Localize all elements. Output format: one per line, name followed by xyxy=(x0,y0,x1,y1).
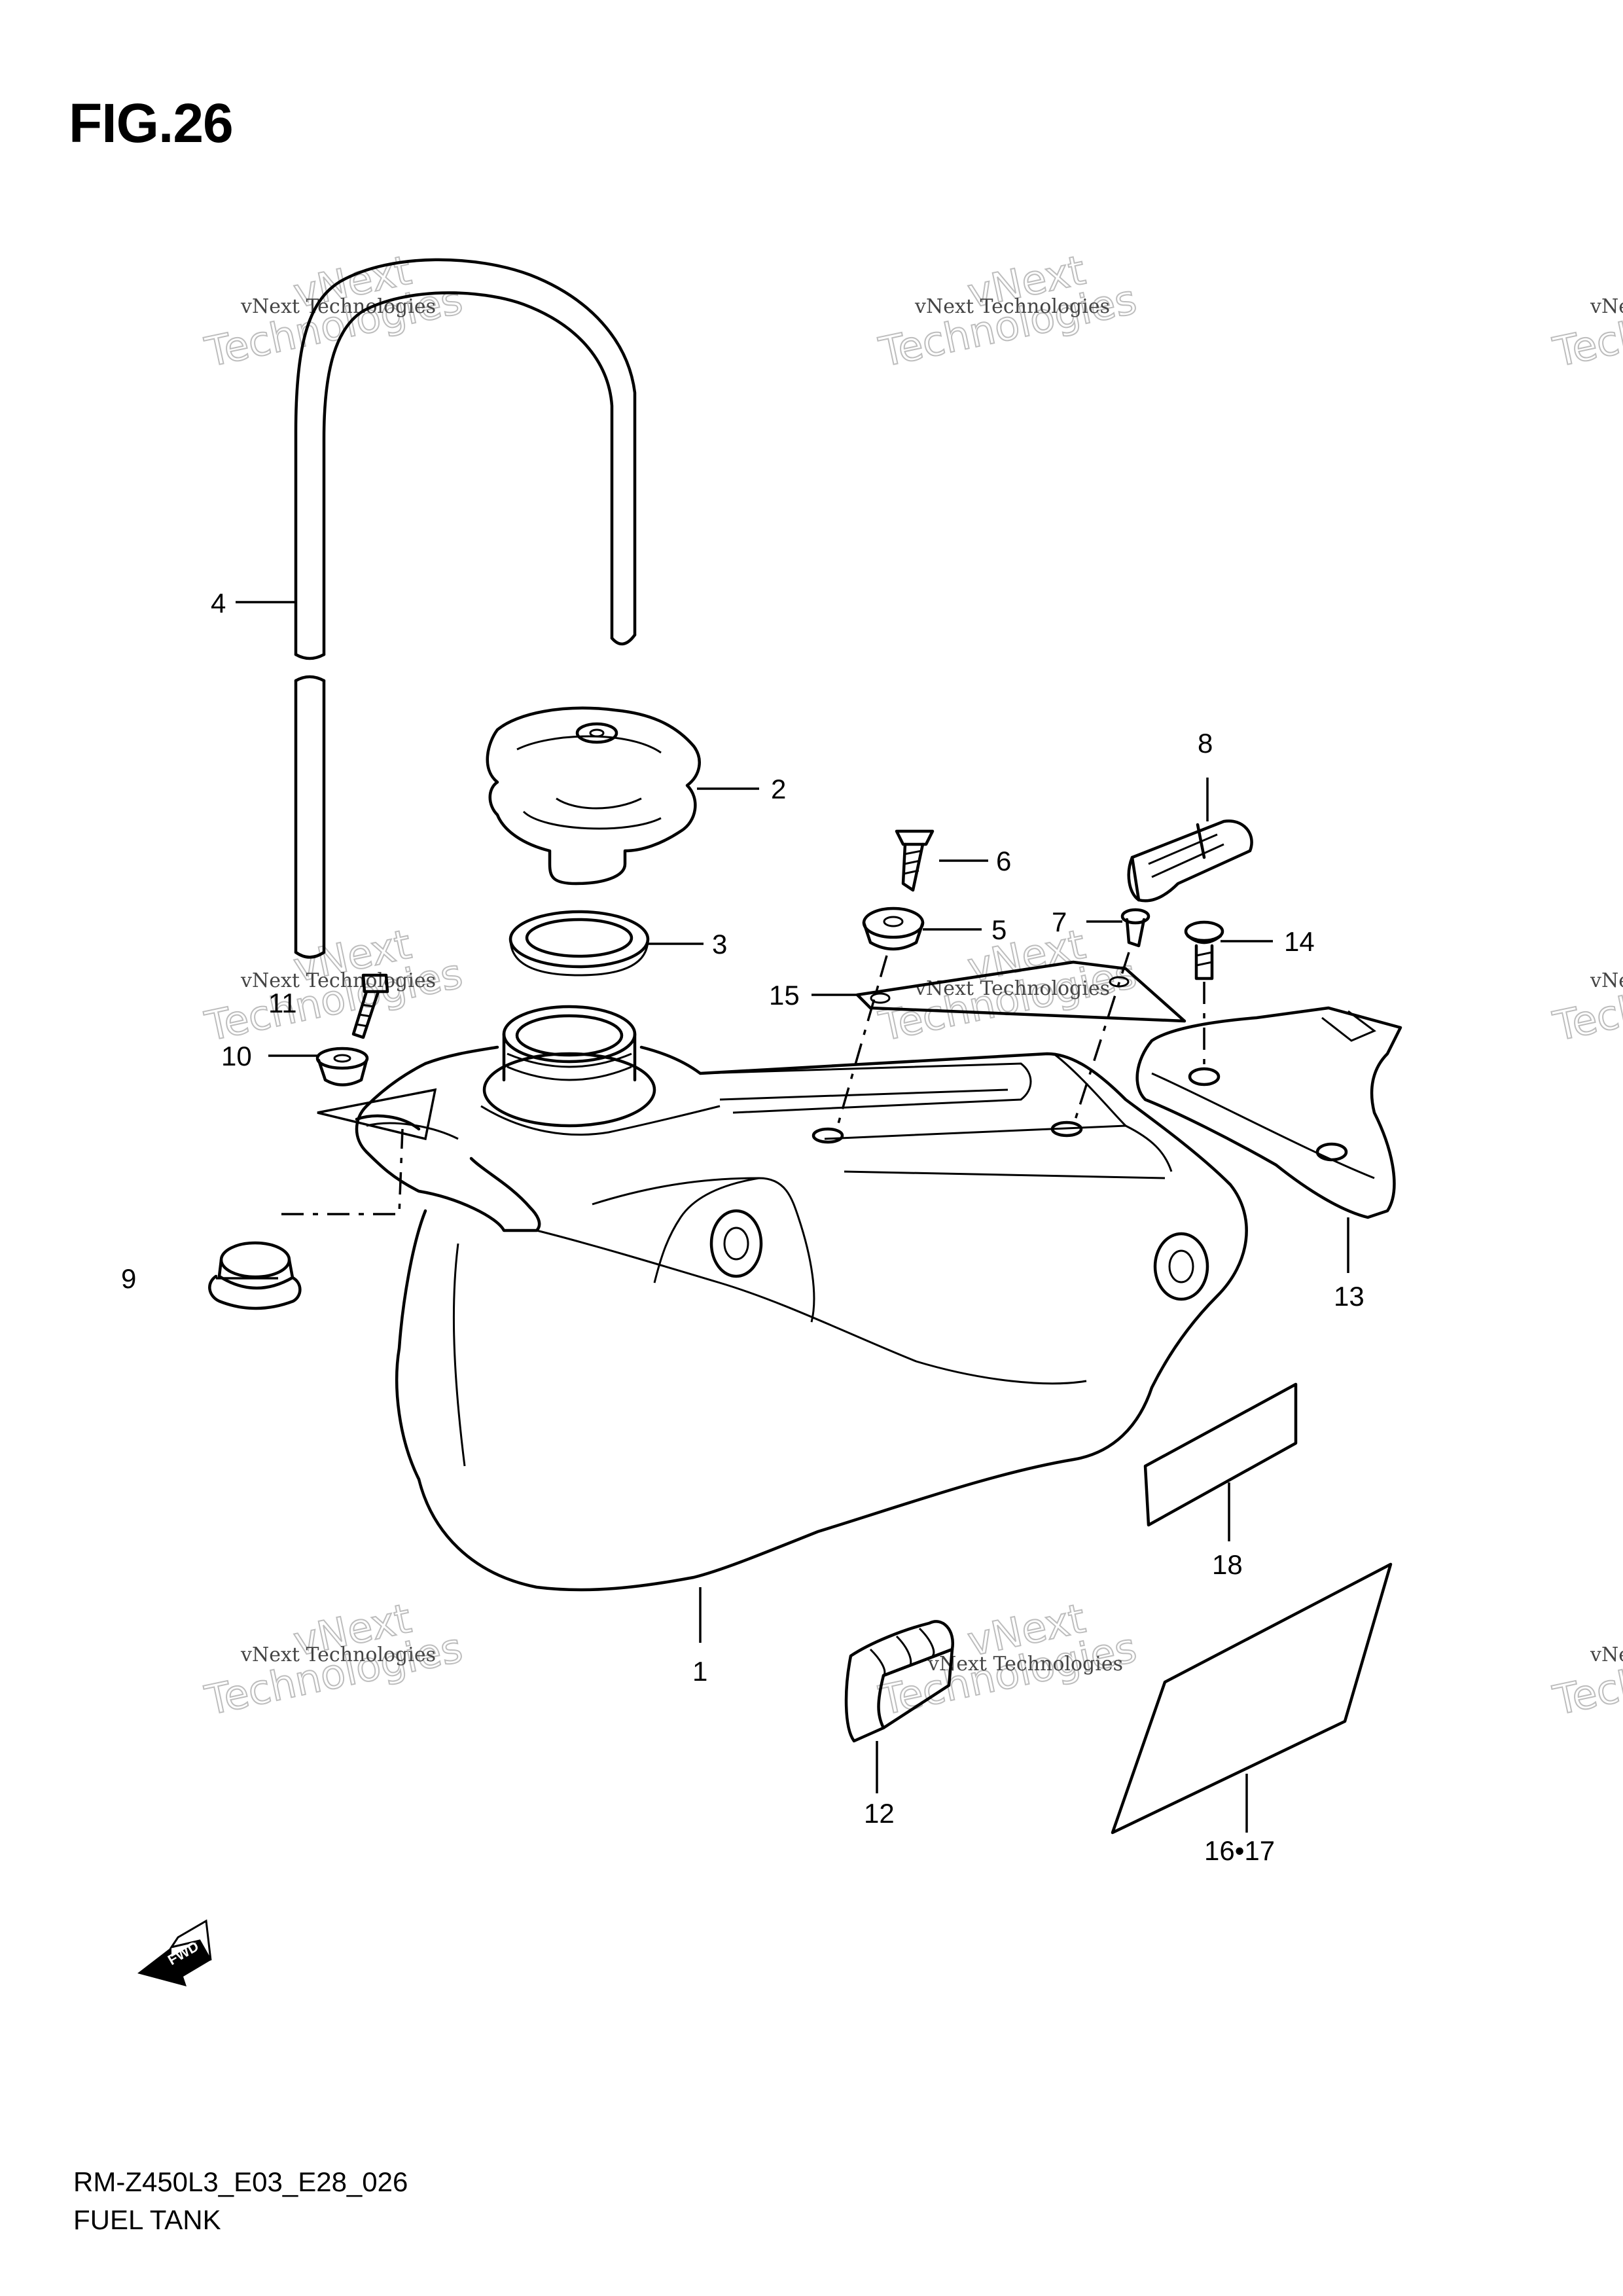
callout-numbers: 4 2 3 6 5 7 14 15 8 13 9 10 11 1 12 18 1… xyxy=(121,588,1364,1866)
part-4-breather-hose xyxy=(294,258,637,959)
assembly-guides xyxy=(281,952,1205,1215)
watermark-text: vNext Technologies xyxy=(240,1643,436,1666)
fwd-arrow-icon: FWD xyxy=(137,1919,212,1986)
watermark-text: vNext Technologies xyxy=(1590,969,1623,992)
watermark-text: vNext Technologies xyxy=(927,1653,1123,1676)
part-11-bolt xyxy=(351,973,389,1039)
callout-11: 11 xyxy=(268,988,297,1018)
callout-15: 15 xyxy=(769,980,800,1011)
callout-3: 3 xyxy=(712,929,727,960)
watermark-big: Technologies xyxy=(1549,949,1623,1050)
callout-10: 10 xyxy=(221,1041,252,1071)
callout-14: 14 xyxy=(1284,926,1315,957)
part-7-screw xyxy=(1120,908,1150,948)
watermark-text: vNext Technologies xyxy=(240,295,436,318)
callout-7: 7 xyxy=(1052,906,1067,937)
diagram-code: RM-Z450L3_E03_E28_026 xyxy=(73,2166,408,2197)
callout-12: 12 xyxy=(864,1798,895,1829)
part-13-bracket xyxy=(1135,1006,1402,1219)
watermark-group: Technologies vNext vNext Technologies Te… xyxy=(200,245,1623,1725)
figure-title: FIG.26 xyxy=(69,92,234,154)
callout-2: 2 xyxy=(771,774,786,804)
part-5-collar xyxy=(862,906,925,951)
part-8-band-clip xyxy=(1127,819,1253,903)
callout-leaders xyxy=(216,601,1349,1833)
watermark-text: vNext Technologies xyxy=(1590,295,1623,318)
callout-1: 1 xyxy=(692,1656,707,1687)
part-14-bolt xyxy=(1184,920,1224,980)
watermark-text: vNext Technologies xyxy=(914,295,1110,318)
part-10-collar xyxy=(315,1047,369,1086)
part-2-fuel-cap xyxy=(486,706,701,886)
callout-4: 4 xyxy=(211,588,226,619)
part-3-gasket xyxy=(508,910,650,977)
callout-9: 9 xyxy=(121,1263,136,1294)
watermark-big: Technologies xyxy=(1549,1623,1623,1724)
callout-6: 6 xyxy=(996,846,1011,876)
callout-13: 13 xyxy=(1334,1281,1364,1312)
callout-8: 8 xyxy=(1198,728,1213,759)
callout-16-17: 16•17 xyxy=(1204,1835,1275,1866)
watermark-text: vNext Technologies xyxy=(1590,1643,1623,1666)
part-18-label xyxy=(1143,1382,1298,1527)
part-6-screw xyxy=(895,829,935,892)
part-1-fuel-tank xyxy=(355,1005,1248,1592)
diagram-name: FUEL TANK xyxy=(73,2204,221,2235)
callout-5: 5 xyxy=(991,914,1007,945)
watermark-big: Technologies xyxy=(1549,275,1623,376)
callout-18: 18 xyxy=(1212,1549,1243,1580)
part-12-damper xyxy=(844,1620,955,1743)
part-9-grommet xyxy=(208,1241,302,1310)
part-16-17-pad xyxy=(1111,1562,1393,1835)
watermark-text: vNext Technologies xyxy=(240,969,436,992)
